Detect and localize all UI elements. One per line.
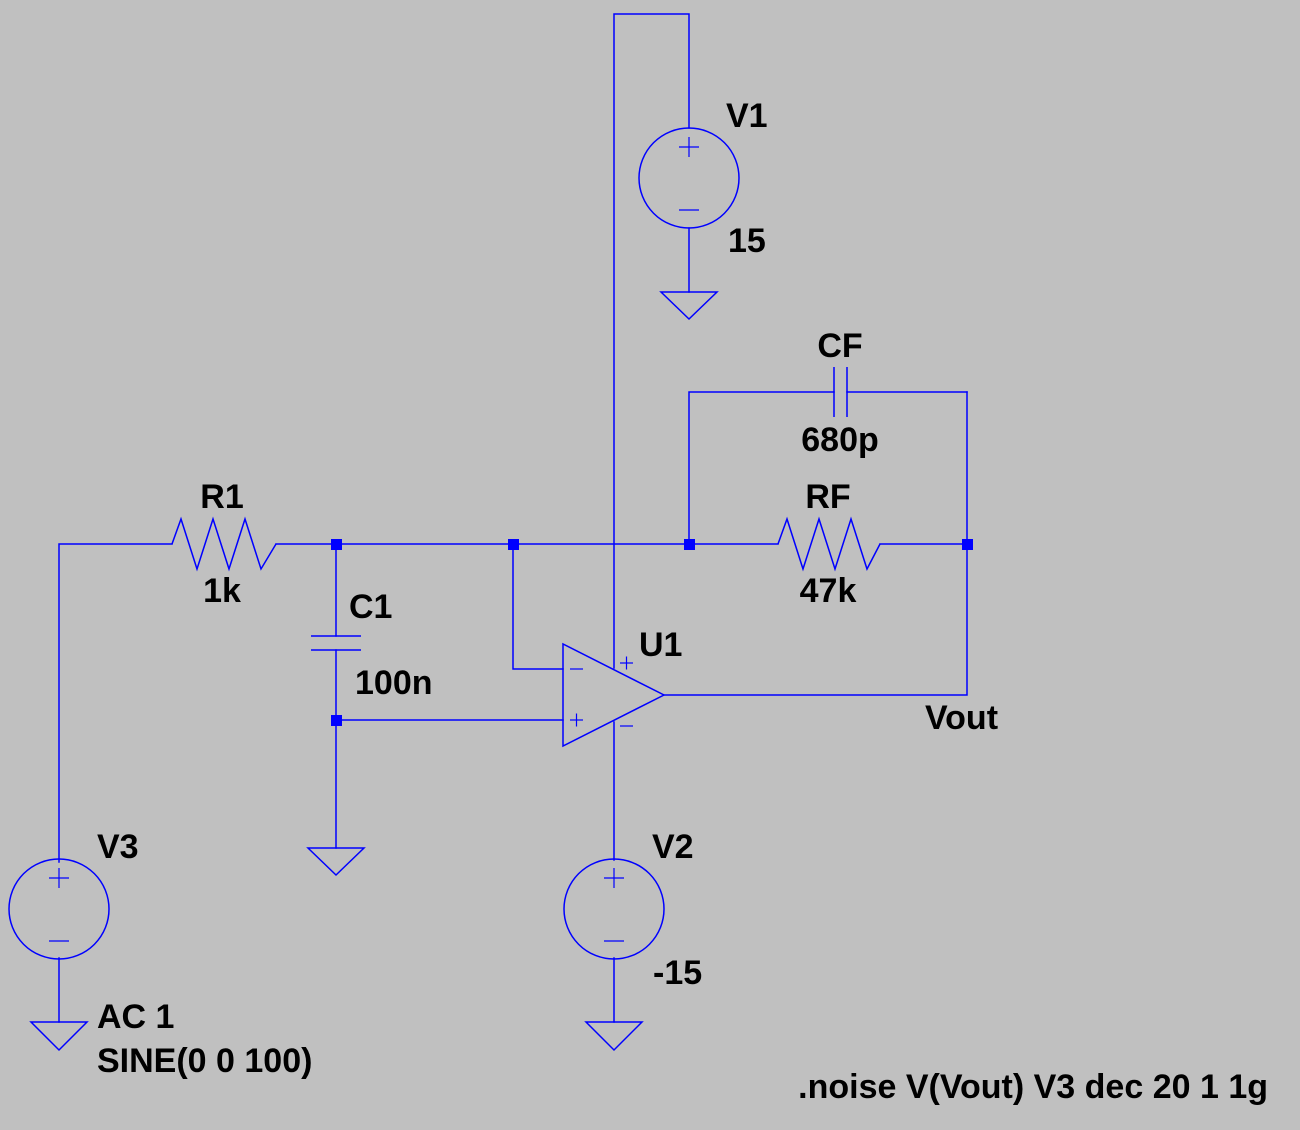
- u1-name: U1: [639, 626, 682, 664]
- resistor-rf[interactable]: RF 47k: [777, 478, 881, 610]
- voltage-source-v2-circle: [563, 858, 665, 960]
- v1-name: V1: [726, 97, 768, 135]
- ground-icon: [29, 1021, 89, 1052]
- junction-node: [684, 539, 695, 550]
- wire-inverting-input[interactable]: [512, 543, 564, 670]
- opamp-u1[interactable]: U1: [562, 626, 682, 748]
- junction-node: [331, 539, 342, 550]
- capacitor-c1[interactable]: C1 100n: [311, 588, 433, 702]
- capacitor-cf[interactable]: CF 680p: [801, 327, 879, 459]
- cf-value: 680p: [801, 421, 879, 459]
- voltage-source-v3-circle: [8, 858, 110, 960]
- net-label-vout: Vout: [925, 699, 998, 737]
- v3-name: V3: [97, 828, 139, 866]
- opamp-u1-triangle: [562, 642, 666, 748]
- junction-node: [962, 539, 973, 550]
- junction-node: [508, 539, 519, 550]
- wire-v1-supply[interactable]: [613, 13, 690, 669]
- rf-name: RF: [805, 478, 850, 516]
- wires: [58, 13, 968, 1023]
- resistor-r1[interactable]: R1 1k: [171, 478, 277, 610]
- c1-value: 100n: [355, 664, 433, 702]
- ground-icon: [584, 1021, 644, 1052]
- c1-name: C1: [349, 588, 392, 626]
- resistor-rf-symbol: [777, 516, 881, 572]
- v3-value-line2: SINE(0 0 100): [97, 1042, 312, 1080]
- voltage-source-v1-circle: [638, 127, 740, 229]
- v2-value: -15: [653, 954, 702, 992]
- wire-v3-to-r1[interactable]: [58, 543, 173, 863]
- wire-cf-left[interactable]: [688, 391, 835, 545]
- v2-name: V2: [652, 828, 694, 866]
- rf-value: 47k: [800, 572, 857, 610]
- junction-node: [331, 715, 342, 726]
- voltage-source-v1[interactable]: V1 15: [638, 97, 768, 260]
- wire-vout[interactable]: [663, 391, 968, 696]
- v3-value-line1: AC 1: [97, 998, 174, 1036]
- ground-icon: [659, 291, 719, 321]
- r1-name: R1: [200, 478, 243, 516]
- r1-value: 1k: [203, 572, 241, 610]
- voltage-source-v3[interactable]: V3 AC 1 SINE(0 0 100): [8, 828, 312, 1080]
- cf-name: CF: [817, 327, 862, 365]
- resistor-r1-symbol: [171, 516, 277, 572]
- v1-value: 15: [728, 222, 766, 260]
- spice-directive[interactable]: .noise V(Vout) V3 dec 20 1 1g: [798, 1068, 1268, 1106]
- voltage-source-v2[interactable]: V2 -15: [563, 828, 702, 992]
- junctions: [331, 539, 973, 726]
- ground-icon: [306, 847, 366, 877]
